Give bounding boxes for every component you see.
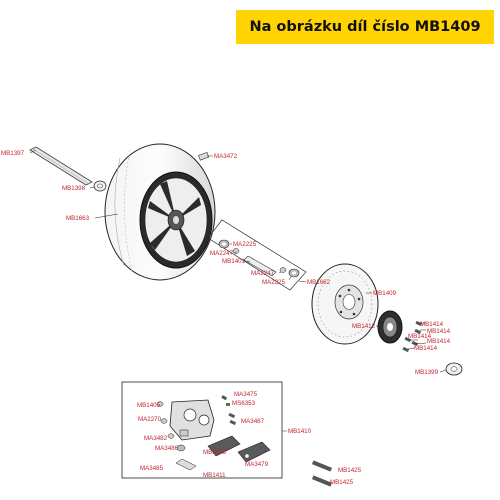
label-mb1662: MB1662 [307,279,331,286]
label-mb1425-a: MB1425 [338,467,362,474]
label-ma3487: MA3487 [241,418,265,425]
label-mb1409: MB1409 [373,290,397,297]
brake-pads-part [207,435,271,463]
label-ma3486: MA3486 [155,445,179,452]
part-labels: MB1397 MB1398 MB1663 MA3472 MA2225 MA224… [1,150,451,486]
label-ma3479: MA3479 [245,461,269,468]
label-ma2270: MA2270 [138,416,162,423]
label-mb1401: MB1401 [222,258,246,265]
part-number-banner: Na obrázku díl číslo MB1409 [236,10,494,44]
disc-hub-part [377,310,403,344]
label-mb1414-a: MB1414 [420,321,444,328]
label-ma3482: MA3482 [144,435,168,442]
bearing-set-part [218,239,300,278]
label-mb1412: MB1412 [352,323,376,330]
bearing-group-outline [207,219,307,291]
label-ma3485: MA3485 [140,465,164,472]
axle-spacer-part [93,180,107,192]
label-mb1399: MB1399 [415,369,439,376]
label-ms6353: MS6353 [232,400,256,407]
brake-disc-part [311,263,379,345]
caliper-small-parts [156,395,237,471]
disc-bolts-part [402,320,423,353]
rear-wheel-part [104,143,216,281]
label-mb1398: MB1398 [62,185,86,192]
label-mb1414-c: MB1414 [408,333,432,340]
axle-part [29,146,93,186]
label-mb1403: MB1403 [203,449,227,456]
label-mb1414-b: MB1414 [427,328,451,335]
label-ma2225-a: MA2225 [233,241,257,248]
label-ma2225-b: MA2225 [262,279,286,286]
brake-caliper-part [169,399,215,441]
label-mb1425-b: MB1425 [330,479,354,486]
label-mb1397: MB1397 [1,150,25,157]
leader-lines [29,149,447,432]
banner-title: Na obrázku díl číslo MB1409 [249,19,481,35]
label-ma3475: MA3475 [234,391,258,398]
label-ma2247-a: MA2247 [210,250,234,257]
label-ma3472: MA3472 [214,153,238,160]
valve-part [198,152,210,161]
label-mb1414-e: MB1414 [414,345,438,352]
caliper-bolts-part [311,460,333,487]
label-mb1663: MB1663 [66,215,90,222]
caliper-kit-outline [121,381,283,479]
label-mb1414-d: MB1414 [427,338,451,345]
right-spacer-part [445,362,463,376]
label-mb1410: MB1410 [288,428,312,435]
label-ma2247-b: MA2247 [251,270,275,277]
label-mb1411: MB1411 [203,472,226,479]
label-mb1405: MB1405 [137,402,161,409]
